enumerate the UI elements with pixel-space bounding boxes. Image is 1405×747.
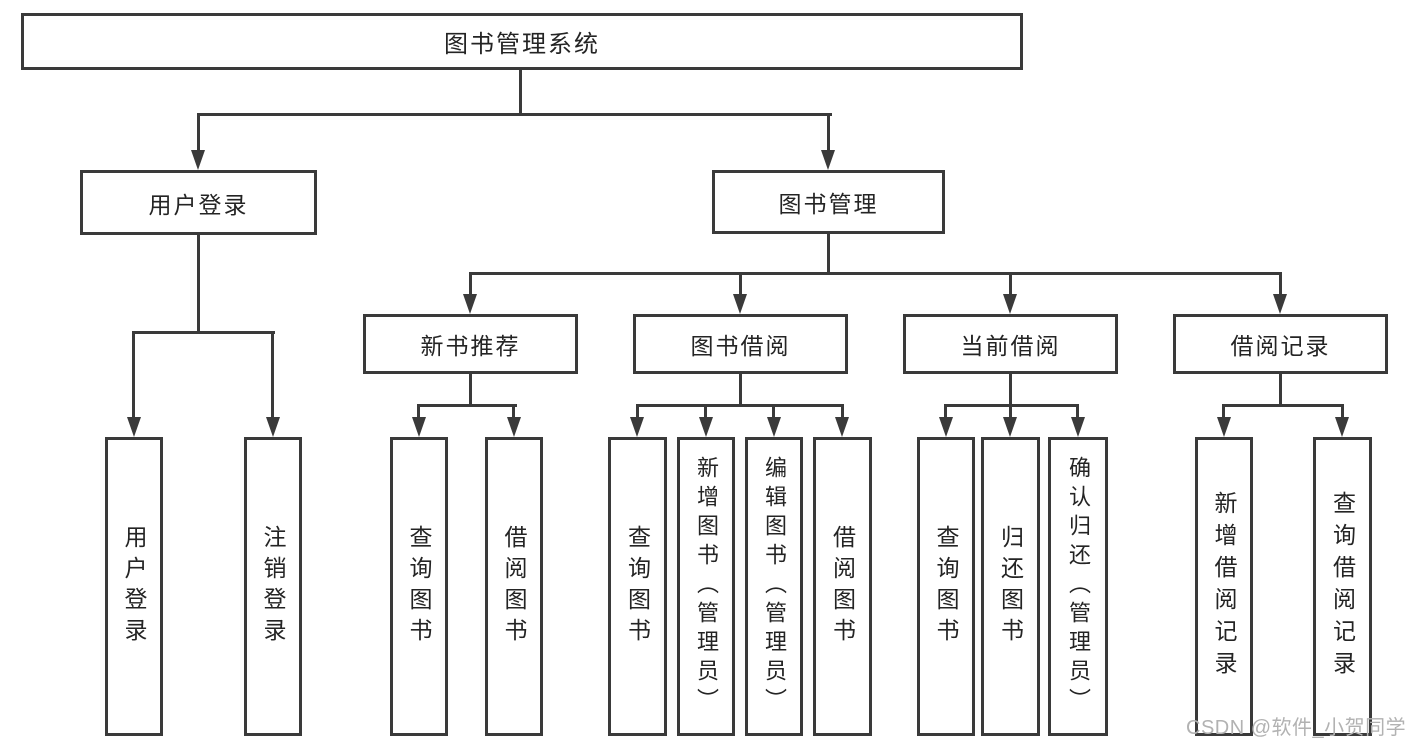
arrowhead-user-login [191, 150, 205, 170]
connector-drop-borrow-borrow [841, 404, 844, 419]
arrowhead-borrow-record [1273, 294, 1287, 314]
arrowhead-book-borrow [733, 294, 747, 314]
arrowhead-record-add [1217, 417, 1231, 437]
leaf-borrow-query-books-label: 查询图书 [624, 524, 651, 649]
arrowhead-borrow-query [630, 417, 644, 437]
arrowhead-borrow-add [699, 417, 713, 437]
connector-drop-user-login [197, 113, 200, 153]
leaf-borrow-edit-books-admin-label: 编辑图书（管理员） [762, 456, 787, 717]
connector-drop-book-borrow [739, 272, 742, 297]
arrowhead-current-borrow [1003, 294, 1017, 314]
connector-borrow-crossbar [636, 404, 844, 407]
arrowhead-record-query [1335, 417, 1349, 437]
leaf-borrow-add-books-admin: 新增图书（管理员） [677, 437, 735, 736]
connector-record-crossbar [1222, 404, 1343, 407]
arrowhead-book-mgmt [821, 150, 835, 170]
connector-drop-newbook-borrow [512, 404, 515, 419]
node-root-library-system: 图书管理系统 [21, 13, 1023, 70]
connector-book-crossbar [469, 272, 1282, 275]
leaf-current-return-books: 归还图书 [981, 437, 1040, 736]
leaf-newbook-borrow-books: 借阅图书 [485, 437, 543, 736]
leaf-current-query-books: 查询图书 [917, 437, 975, 736]
arrowhead-login-leaf [127, 417, 141, 437]
connector-newbook-stem [469, 374, 472, 407]
connector-root-stem [519, 70, 522, 116]
arrowhead-new-book [463, 294, 477, 314]
leaf-user-login: 用户登录 [105, 437, 163, 736]
connector-drop-record-query [1341, 404, 1344, 419]
connector-drop-new-book [469, 272, 472, 297]
leaf-borrow-add-books-admin-label: 新增图书（管理员） [694, 456, 719, 717]
leaf-logout: 注销登录 [244, 437, 302, 736]
leaf-current-return-books-label: 归还图书 [997, 524, 1024, 649]
arrowhead-borrow-borrow [835, 417, 849, 437]
leaf-current-query-books-label: 查询图书 [933, 524, 959, 649]
leaf-record-add-borrow-record: 新增借阅记录 [1195, 437, 1253, 736]
leaf-borrow-borrow-books: 借阅图书 [813, 437, 872, 736]
leaf-borrow-query-books: 查询图书 [608, 437, 667, 736]
connector-borrow-stem [739, 374, 742, 407]
leaf-borrow-edit-books-admin: 编辑图书（管理员） [745, 437, 803, 736]
connector-drop-borrow-add [704, 404, 707, 419]
node-current-borrow: 当前借阅 [903, 314, 1118, 374]
arrowhead-newbook-query [412, 417, 426, 437]
leaf-record-add-borrow-record-label: 新增借阅记录 [1211, 490, 1237, 683]
leaf-current-confirm-return-admin-label: 确认归还（管理员） [1066, 456, 1091, 717]
connector-drop-borrow-query [636, 404, 639, 419]
connector-drop-logout-leaf [271, 331, 274, 419]
connector-drop-newbook-query [417, 404, 420, 419]
leaf-newbook-query-books-label: 查询图书 [406, 524, 432, 649]
node-book-management: 图书管理 [712, 170, 945, 234]
leaf-user-login-label: 用户登录 [121, 524, 147, 649]
connector-drop-current-query [944, 404, 947, 419]
connector-record-stem [1279, 374, 1282, 407]
connector-root-crossbar [197, 113, 832, 116]
arrowhead-current-return [1003, 417, 1017, 437]
connector-drop-book-mgmt [827, 113, 830, 153]
connector-drop-borrow-edit [772, 404, 775, 419]
connector-user-stem [197, 235, 200, 334]
csdn-watermark: CSDN @软件_小贺同学 [1186, 717, 1405, 739]
arrowhead-current-confirm [1071, 417, 1085, 437]
connector-drop-record-add [1222, 404, 1225, 419]
connector-user-crossbar [132, 331, 275, 334]
leaf-logout-label: 注销登录 [260, 524, 286, 649]
connector-drop-borrow-record [1279, 272, 1282, 297]
leaf-record-query-borrow-record: 查询借阅记录 [1313, 437, 1372, 736]
connector-drop-login-leaf [132, 331, 135, 419]
leaf-newbook-query-books: 查询图书 [390, 437, 448, 736]
connector-drop-current-confirm [1076, 404, 1079, 419]
node-borrow-record: 借阅记录 [1173, 314, 1388, 374]
arrowhead-current-query [939, 417, 953, 437]
arrowhead-newbook-borrow [507, 417, 521, 437]
arrowhead-borrow-edit [767, 417, 781, 437]
node-user-login: 用户登录 [80, 170, 317, 235]
connector-current-stem [1009, 374, 1012, 407]
connector-drop-current-borrow [1009, 272, 1012, 297]
connector-newbook-crossbar [417, 404, 517, 407]
connector-book-stem [827, 234, 830, 275]
leaf-borrow-borrow-books-label: 借阅图书 [829, 524, 856, 649]
leaf-newbook-borrow-books-label: 借阅图书 [501, 524, 527, 649]
leaf-record-query-borrow-record-label: 查询借阅记录 [1329, 490, 1356, 683]
leaf-current-confirm-return-admin: 确认归还（管理员） [1048, 437, 1108, 736]
connector-drop-current-return [1009, 404, 1012, 419]
node-new-book-recommend: 新书推荐 [363, 314, 578, 374]
node-book-borrow: 图书借阅 [633, 314, 848, 374]
arrowhead-logout-leaf [266, 417, 280, 437]
